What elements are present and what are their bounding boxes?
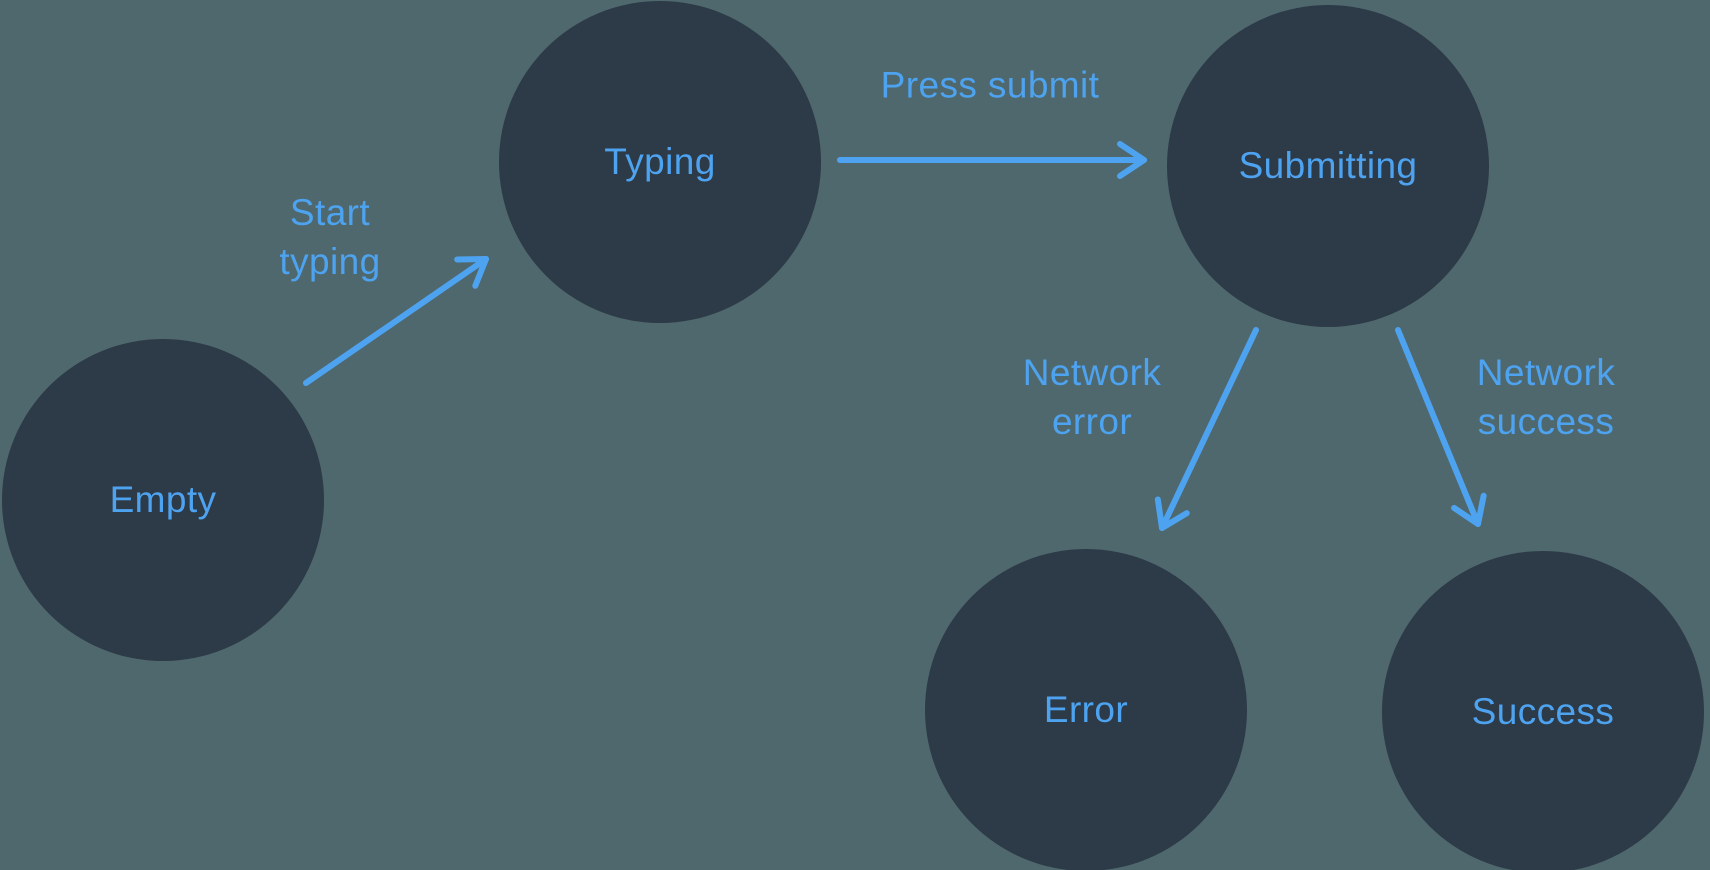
state-label-submitting: Submitting <box>1238 145 1418 186</box>
edge-label-press-submit: Press submit <box>880 64 1100 106</box>
arrow-network-error <box>1154 327 1259 531</box>
state-node-empty: Empty <box>2 339 324 661</box>
state-label-typing: Typing <box>604 141 716 182</box>
edge-label-network-error: Network error <box>1022 352 1162 442</box>
state-label-empty: Empty <box>109 479 217 520</box>
state-label-error: Error <box>1043 689 1129 730</box>
state-node-error: Error <box>925 549 1247 870</box>
edge-label-start-typing: Start typing <box>279 192 381 282</box>
edge-label-network-success: Network success <box>1476 352 1616 442</box>
state-node-typing: Typing <box>499 1 821 323</box>
arrow-network-success <box>1395 327 1487 527</box>
state-node-success: Success <box>1382 551 1704 870</box>
state-node-submitting: Submitting <box>1167 5 1489 327</box>
state-label-success: Success <box>1471 691 1615 732</box>
